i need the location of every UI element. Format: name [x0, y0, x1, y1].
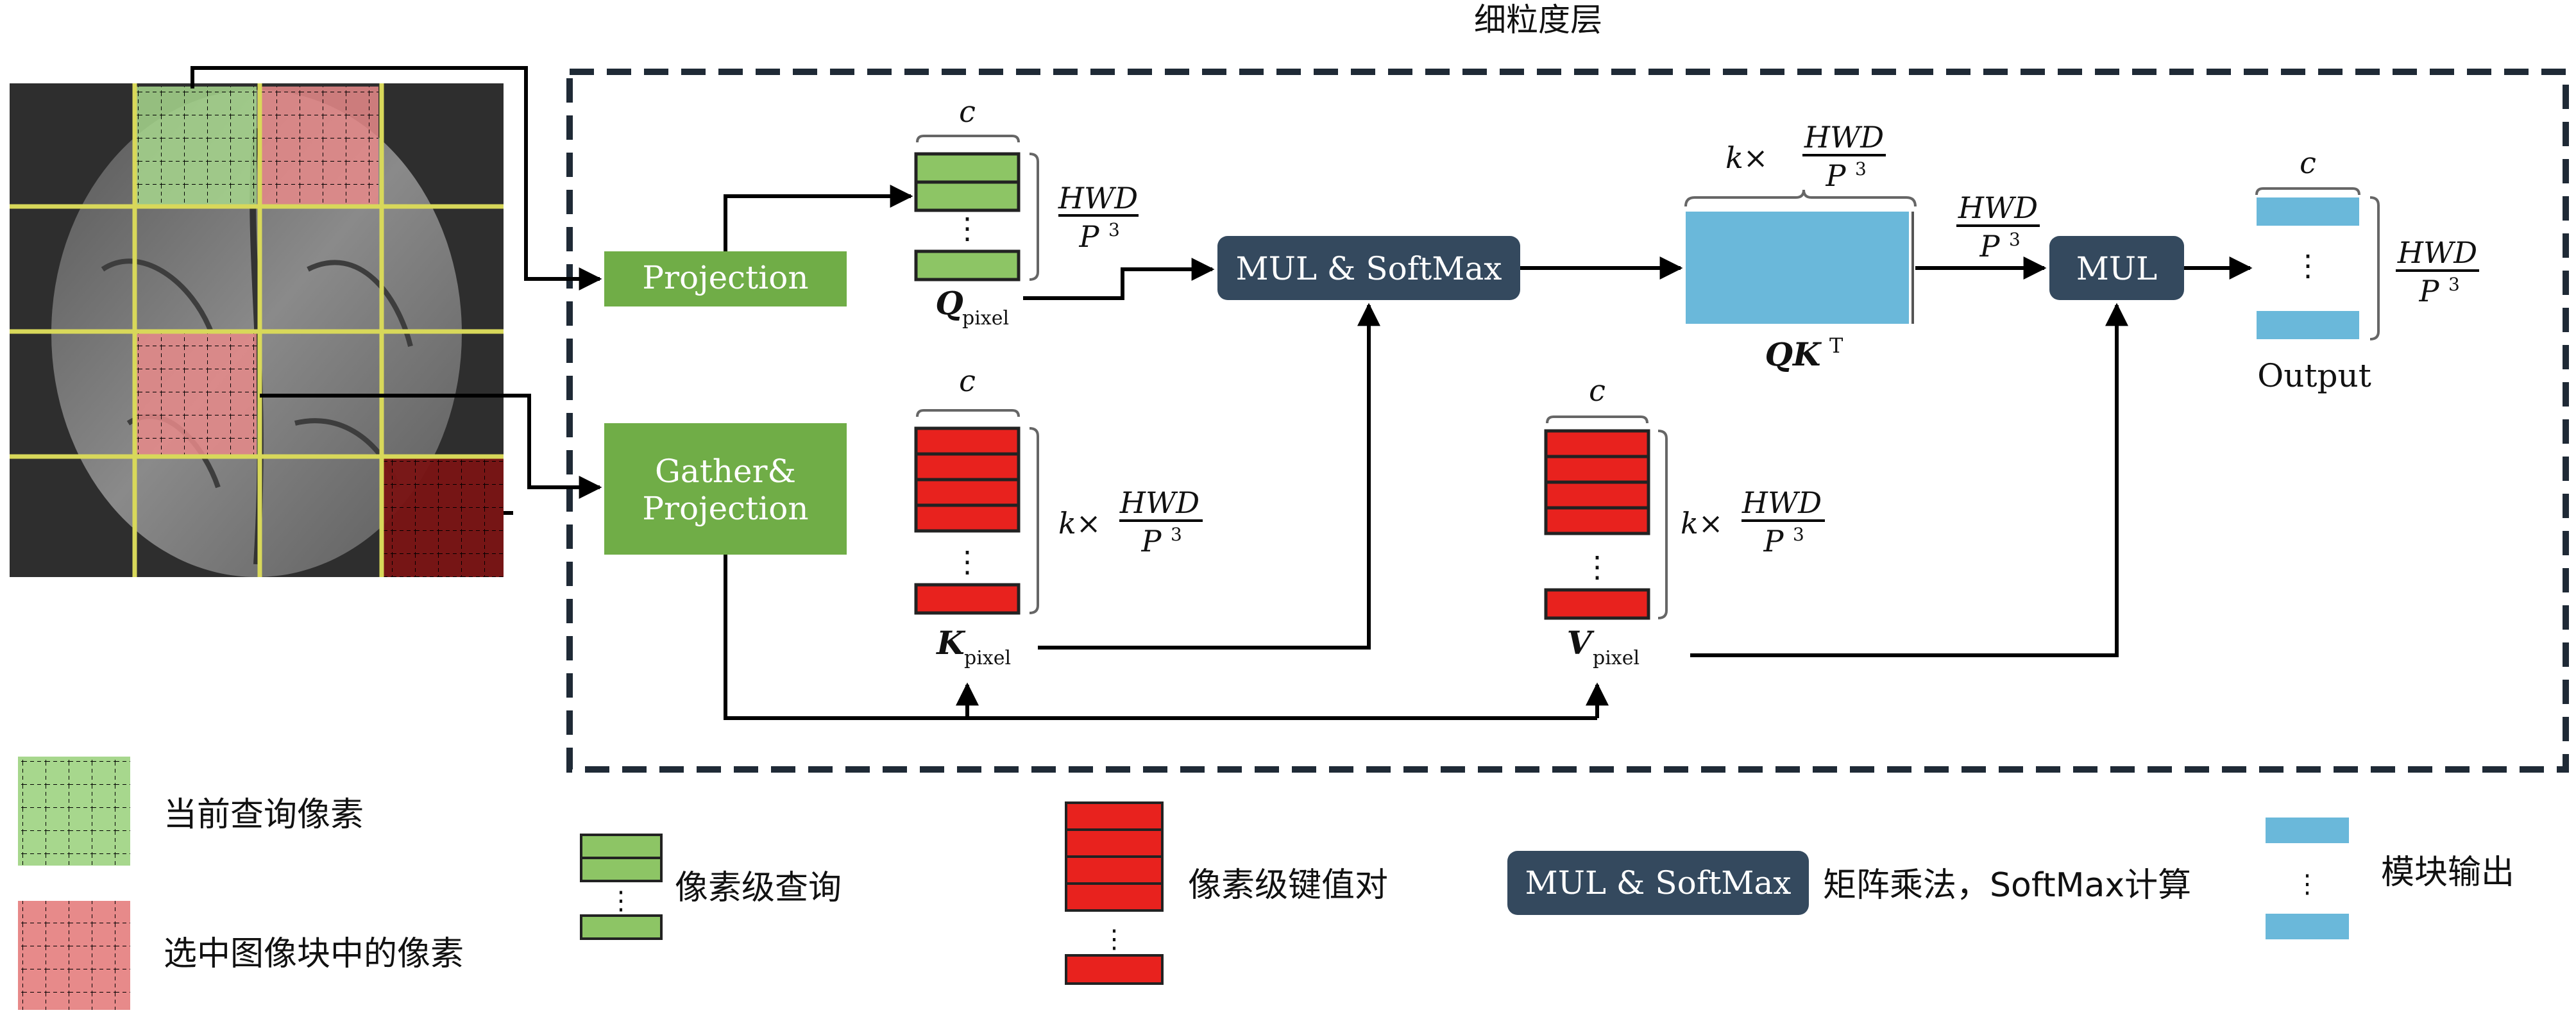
legend-query-stack: [580, 834, 663, 859]
svg-text:3: 3: [1855, 158, 1867, 180]
legend-selected-pixel: 选中图像块中的像素: [164, 935, 464, 973]
svg-text:P: P: [1079, 219, 1100, 254]
svg-text:pixel: pixel: [1593, 647, 1640, 669]
mul-softmax-block: [1217, 236, 1520, 300]
gather-projection-block: [604, 423, 847, 555]
svg-text:P: P: [1826, 158, 1847, 193]
gather-label-line2: Projection: [642, 490, 808, 527]
svg-text:⋮: ⋮: [1582, 549, 1612, 584]
svg-text:c: c: [959, 364, 976, 398]
legend-pixel-kv: 像素级键值对: [1188, 866, 1388, 905]
svg-text:P: P: [1763, 524, 1784, 558]
svg-text:⋮: ⋮: [953, 544, 982, 579]
v-pixel-stack: c ⋮ k× HWD P 3 V pixel: [1544, 373, 1825, 669]
svg-text:HWD: HWD: [1119, 485, 1199, 520]
svg-text:c: c: [959, 94, 976, 129]
svg-text:QK: QK: [1765, 335, 1822, 373]
svg-text:3: 3: [1108, 219, 1120, 240]
svg-text:pixel: pixel: [962, 307, 1009, 330]
svg-text:3: 3: [1171, 524, 1182, 545]
qkt-matrix: k× HWD P 3 QK T HWD P 3: [1684, 120, 2040, 373]
legend: 当前查询像素 选中图像块中的像素 ⋮ 像素级查询 ⋮ 像素级键值对 MUL & …: [18, 757, 2514, 1010]
svg-text:⋮: ⋮: [608, 886, 634, 916]
svg-text:⋮: ⋮: [1101, 925, 1127, 954]
svg-text:⋮: ⋮: [953, 211, 982, 246]
svg-text:HWD: HWD: [1958, 190, 2038, 225]
svg-text:⋮: ⋮: [2294, 869, 2320, 899]
svg-text:⋮: ⋮: [2293, 248, 2323, 283]
svg-text:P: P: [1979, 229, 2001, 264]
svg-text:k×: k×: [1058, 506, 1101, 541]
projection-label: Projection: [642, 259, 808, 296]
svg-text:P: P: [2419, 274, 2440, 308]
svg-text:V: V: [1567, 624, 1595, 662]
svg-text:c: c: [1589, 373, 1606, 408]
legend-mul-softmax-box: [1507, 851, 1809, 915]
brain-image: [10, 83, 504, 577]
svg-text:k×: k×: [1681, 506, 1723, 541]
fine-grained-layer-frame: [566, 69, 2569, 773]
svg-text:k×: k×: [1725, 140, 1768, 175]
svg-text:P: P: [1141, 524, 1162, 558]
svg-text:3: 3: [2448, 274, 2460, 295]
layer-title: 细粒度层: [1474, 1, 1602, 38]
svg-text:HWD: HWD: [1804, 120, 1884, 155]
legend-module-output: 模块输出: [2381, 853, 2514, 892]
svg-text:Q: Q: [935, 284, 963, 322]
svg-text:HWD: HWD: [1058, 181, 1138, 215]
svg-text:c: c: [2300, 146, 2316, 180]
svg-text:HWD: HWD: [2397, 235, 2477, 270]
mul-block: [2049, 236, 2184, 300]
mul-softmax-label: MUL & SoftMax: [1236, 250, 1502, 287]
projection-block: [604, 251, 847, 306]
legend-pixel-query: 像素级查询: [675, 869, 842, 907]
svg-text:HWD: HWD: [1741, 485, 1822, 520]
mul-label: MUL: [2076, 250, 2158, 287]
q-pixel-stack: c ⋮ HWD P 3 Q pixel: [914, 94, 1139, 330]
legend-kv-stack: [1065, 801, 1164, 831]
svg-text:MUL & SoftMax: MUL & SoftMax: [1525, 864, 1792, 902]
k-pixel-stack: c ⋮ k× HWD P 3 K pixel: [914, 364, 1203, 669]
svg-text:K: K: [935, 624, 966, 662]
svg-text:3: 3: [2009, 229, 2021, 250]
svg-text:T: T: [1829, 333, 1843, 358]
legend-mul-softmax-desc: 矩阵乘法，SoftMax计算: [1823, 866, 2191, 905]
flow-arrows: [724, 185, 2253, 720]
svg-text:3: 3: [1793, 524, 1804, 545]
legend-current-pixel: 当前查询像素: [164, 796, 364, 834]
legend-output-stack: [2266, 818, 2349, 843]
svg-text:pixel: pixel: [964, 647, 1011, 669]
output-stack: c ⋮ HWD P 3 Output: [2255, 146, 2479, 394]
input-connectors: [191, 66, 602, 515]
output-label: Output: [2257, 357, 2371, 394]
gather-label-line1: Gather&: [655, 453, 796, 490]
